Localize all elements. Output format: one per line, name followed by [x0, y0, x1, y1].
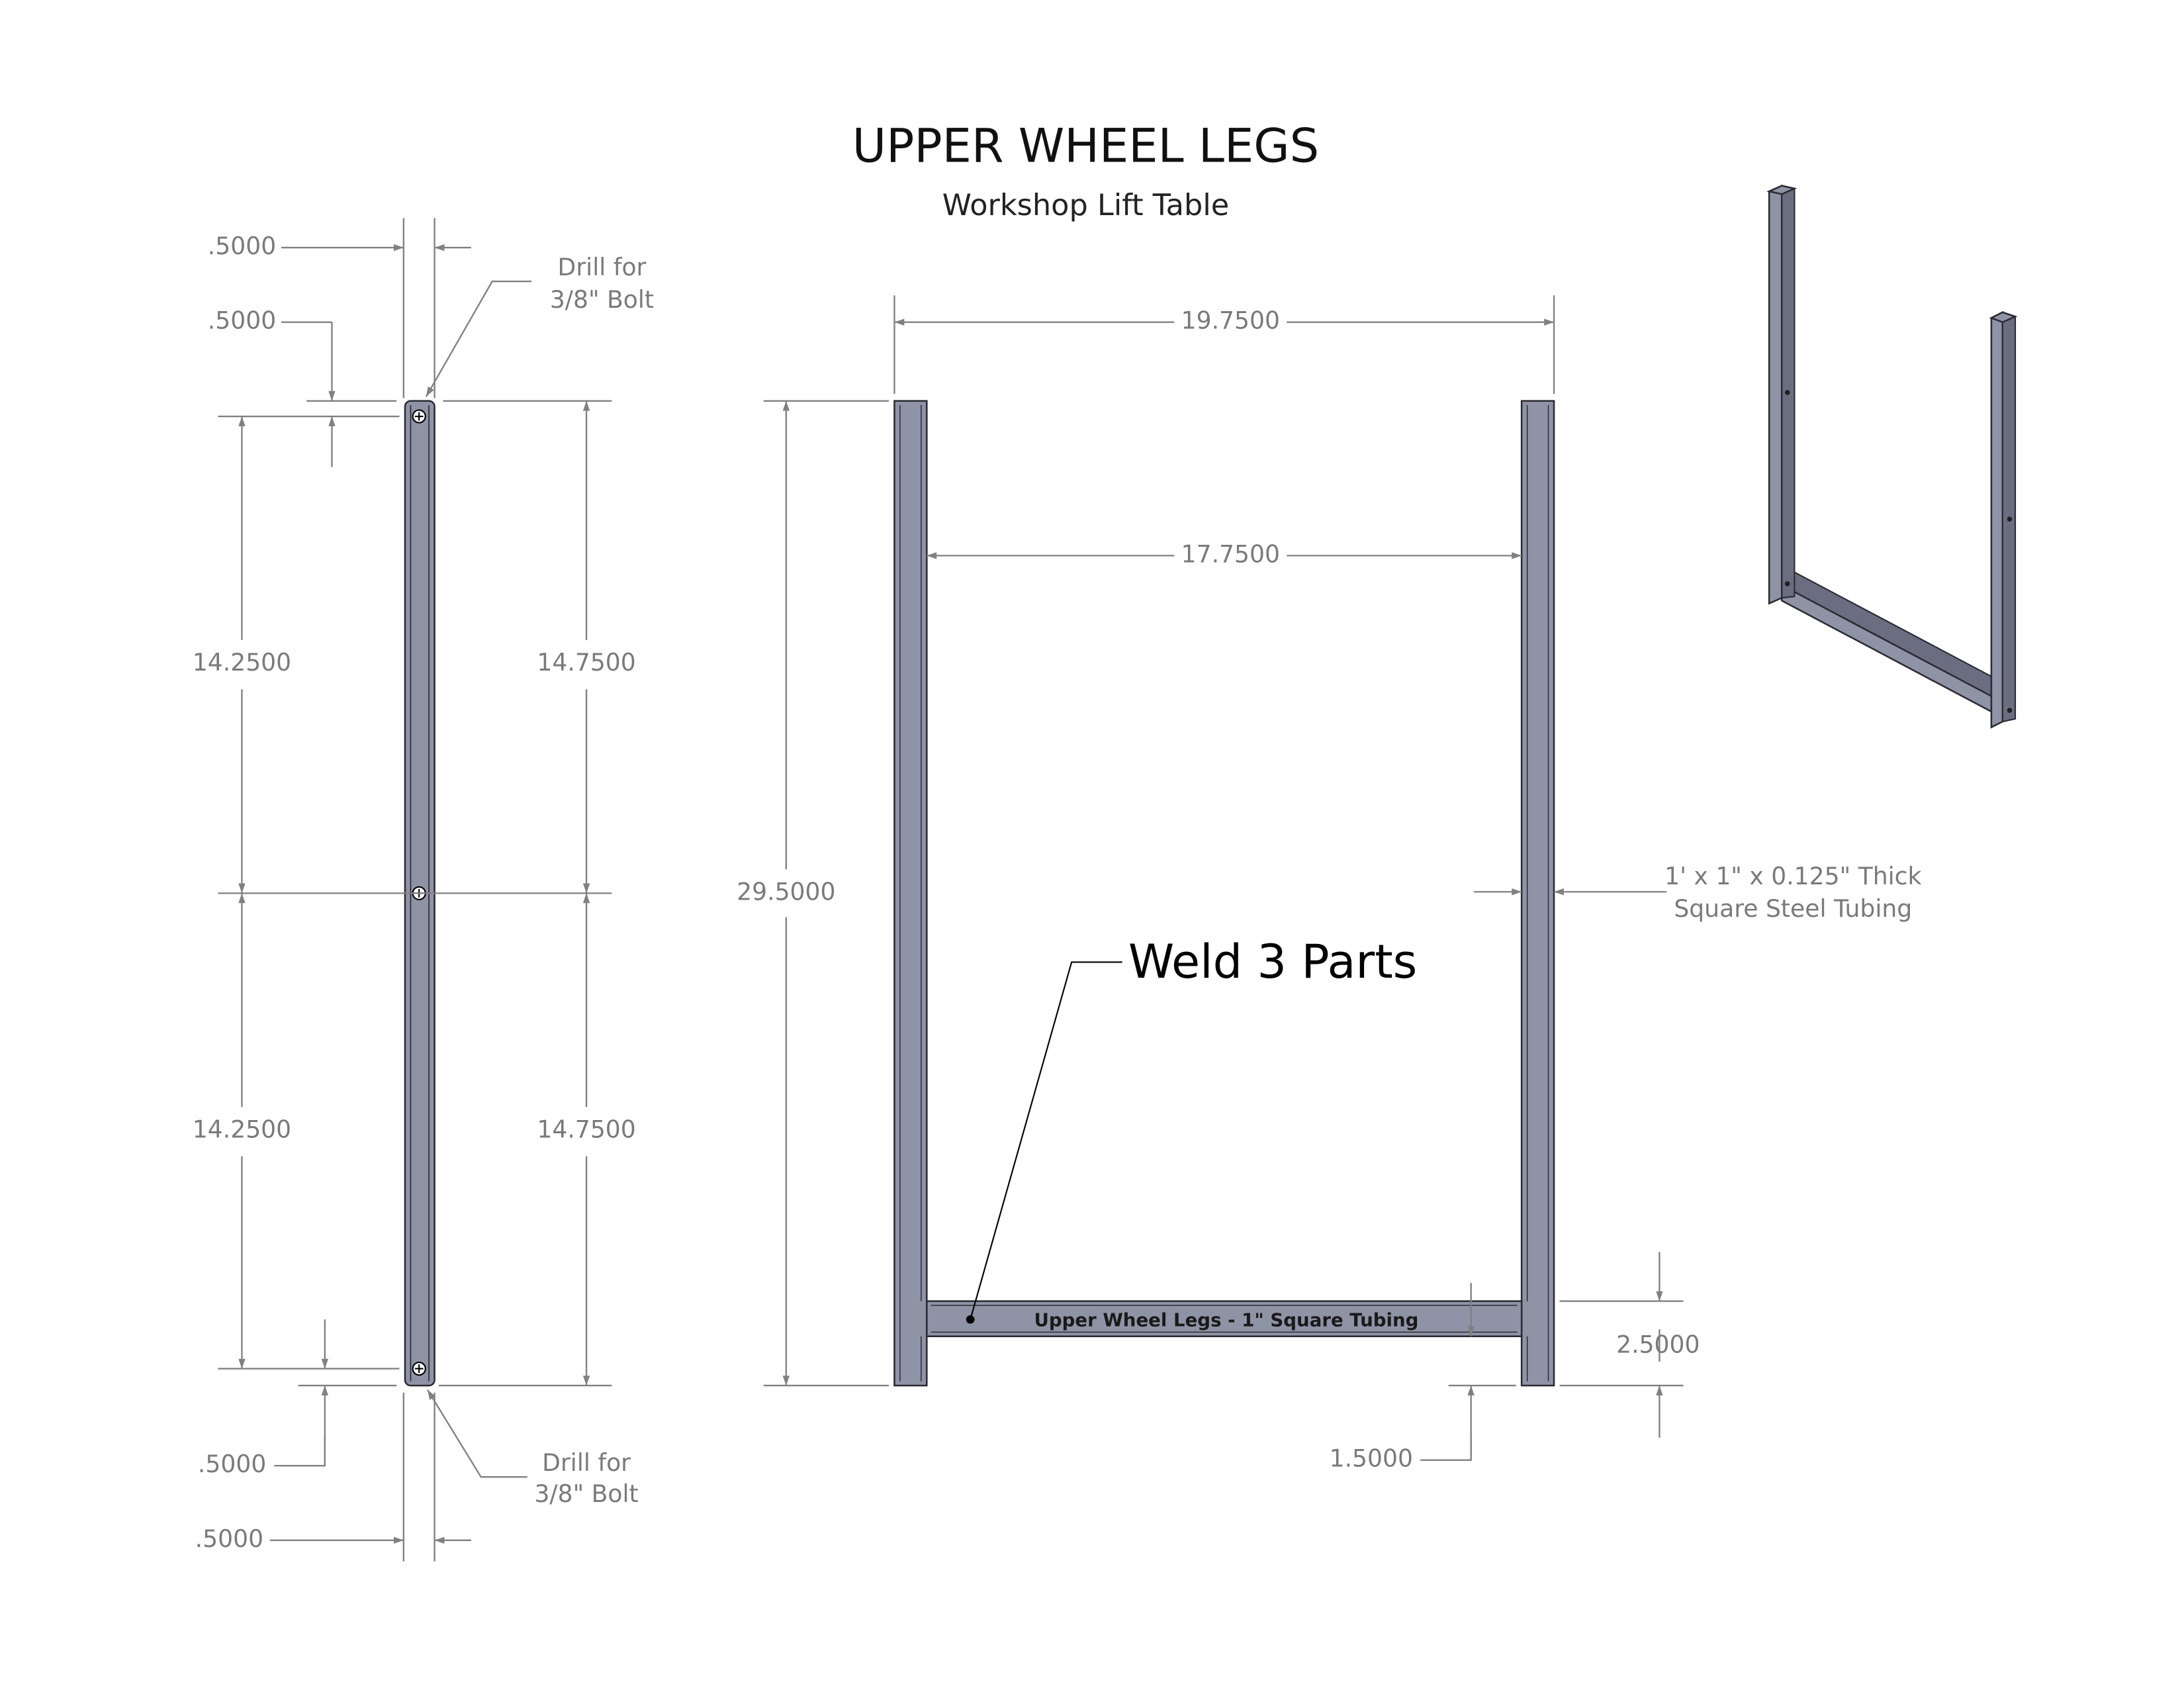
dim-top-offset-width: .5000: [208, 232, 276, 260]
iso-left-post-side: [1768, 184, 1783, 605]
bolt-hole-icon: [412, 409, 426, 424]
dim-lower-hole-spacing: 14.2500: [193, 1115, 291, 1143]
drawing-title: UPPER WHEEL LEGS: [852, 118, 1319, 173]
tubing-note-line1: 1' x 1" x 0.125" Thick: [1664, 862, 1921, 890]
iso-right-post-side: [1990, 310, 2004, 729]
drill-note-bottom-line1: Drill for: [542, 1448, 631, 1477]
side-view: .5000 .5000 14.2500 14.2500 14.7500 14.7…: [193, 218, 654, 1562]
crossbar: [926, 1300, 1523, 1337]
drawing-subtitle: Workshop Lift Table: [942, 188, 1229, 222]
dim-upper-hole-spacing: 14.2500: [193, 648, 291, 677]
iso-crossbar-front: [1780, 583, 1998, 716]
isometric-view: [1766, 184, 2018, 729]
dim-bottom-offset-width: .5000: [195, 1524, 263, 1553]
drill-note-top-line2: 3/8" Bolt: [550, 285, 654, 314]
dim-lower-span: 14.7500: [537, 1115, 635, 1143]
weld-note: Weld 3 Parts: [1128, 935, 1417, 989]
left-leg: [893, 400, 928, 1387]
iso-crossbar-top: [1781, 564, 1998, 700]
tubing-note-line2: Square Steel Tubing: [1674, 894, 1912, 923]
dim-upper-span: 14.7500: [537, 648, 635, 677]
dim-crossbar-gap: 1.5000: [1330, 1444, 1413, 1473]
dim-bottom-hole-offset: .5000: [198, 1450, 266, 1478]
bolt-hole-icon: [412, 1361, 426, 1376]
dim-crossbar-height: 2.5000: [1616, 1331, 1700, 1359]
drill-note-bottom-line2: 3/8" Bolt: [534, 1479, 638, 1508]
dim-overall-width: 19.7500: [1181, 306, 1280, 335]
weld-leader-dot: [966, 1315, 975, 1324]
front-view: Upper Wheel Legs - 1" Square Tubing 19.7…: [737, 295, 1922, 1473]
right-leg: [1520, 400, 1555, 1387]
drill-note-top-line1: Drill for: [558, 253, 647, 281]
dim-overall-height: 29.5000: [737, 877, 835, 906]
dim-inside-width: 17.7500: [1181, 539, 1280, 568]
dim-top-hole-offset: .5000: [208, 306, 276, 335]
part-label: Upper Wheel Legs - 1" Square Tubing: [1034, 1309, 1418, 1331]
